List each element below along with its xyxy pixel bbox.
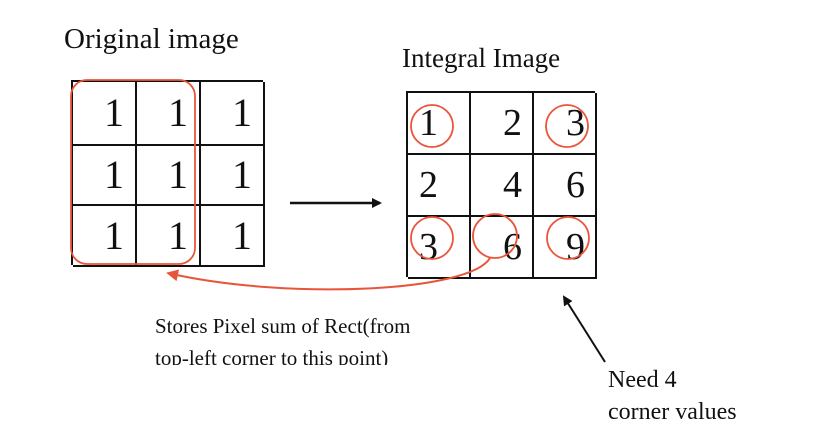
integral-cell: 4 (471, 155, 534, 217)
corner-values-arrow (562, 295, 606, 363)
integral-cell: 3 (408, 217, 471, 279)
integral-cell: 6 (471, 217, 534, 279)
original-image-title: Original image (64, 23, 239, 55)
original-cell: 1 (73, 146, 137, 206)
original-cell: 1 (201, 206, 265, 267)
original-cell: 1 (73, 206, 137, 267)
note-text: Stores Pixel sum of Rect(from top-left c… (155, 310, 410, 365)
note-line: Stores Pixel sum of Rect(from (155, 314, 411, 338)
corner-label-line: corner values (608, 399, 737, 425)
integral-cell: 1 (408, 93, 471, 155)
integral-image-grid: 1 2 3 2 4 6 3 6 9 (406, 91, 597, 279)
integral-cell: 6 (534, 155, 597, 217)
original-cell: 1 (137, 146, 201, 206)
original-cell: 1 (137, 82, 201, 146)
original-cell: 1 (73, 82, 137, 146)
note-line: top-left corner to this point) (155, 346, 389, 365)
integral-image-title: Integral Image (402, 43, 561, 73)
original-cell: 1 (201, 146, 265, 206)
corner-label-line: Need 4 (608, 367, 677, 393)
corner-values-label: Need 4 corner values (608, 364, 737, 428)
integral-cell: 3 (534, 93, 597, 155)
integral-cell: 2 (471, 93, 534, 155)
integral-cell: 9 (534, 217, 597, 279)
original-cell: 1 (201, 82, 265, 146)
original-cell: 1 (137, 206, 201, 267)
integral-cell: 2 (408, 155, 471, 217)
original-image-grid: 1 1 1 1 1 1 1 1 1 (71, 80, 265, 267)
